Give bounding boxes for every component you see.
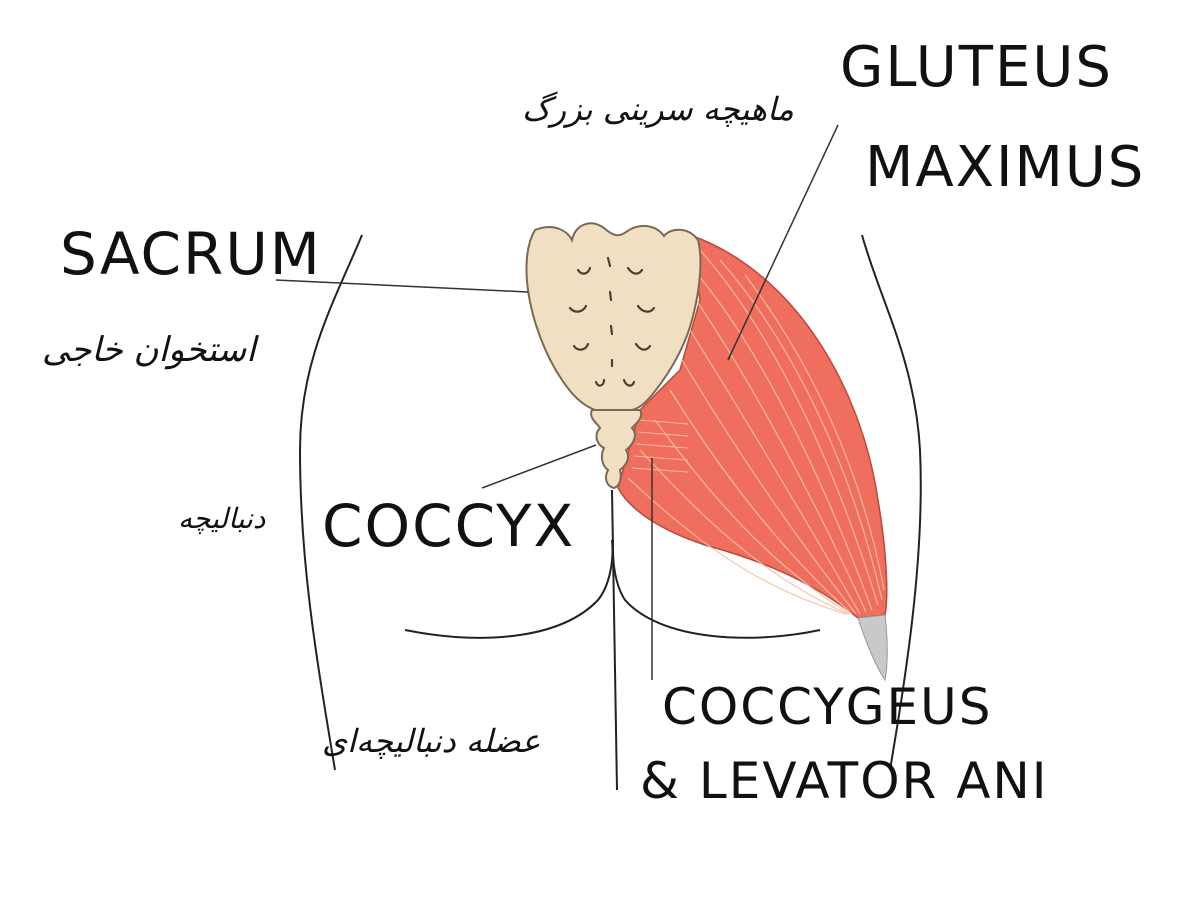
gluteus-persian-label: ماهیچه سرینی بزرگ [522,90,794,128]
coccygeus-label-line1: COCCYGEUS [662,678,993,736]
gluteus-leader-line [727,124,839,361]
sacrum-label: SACRUM [60,220,322,288]
sacrum-persian-label: استخوان خاجی [42,330,256,370]
right-hip-outline [861,234,922,771]
coccyx-bone [590,409,643,490]
muscle-fibers [627,249,885,615]
sacral-foramina [568,256,656,387]
gluteus-label-line2: MAXIMUS [865,135,1146,200]
gluteal-tendon [857,614,888,682]
left-hip-outline [298,234,363,771]
right-buttock-crease [611,539,821,639]
coccyx-persian-label: دنبالیچه [178,502,266,535]
coccyx-label: COCCYX [322,492,576,560]
left-buttock-crease [404,539,614,639]
gluteus-label-line1: GLUTEUS [840,35,1113,100]
coccygeus-persian-label: عضله دنبالیچه‌ای [322,722,541,760]
coccyx-leader-line [481,444,597,489]
gluteal-cleft [611,489,618,791]
coccygeus-fibers [631,419,689,473]
coccygeus-label-line2: & LEVATOR ANI [640,752,1049,810]
sacrum-bone [525,222,702,411]
sacrum-leader-line [275,279,529,293]
